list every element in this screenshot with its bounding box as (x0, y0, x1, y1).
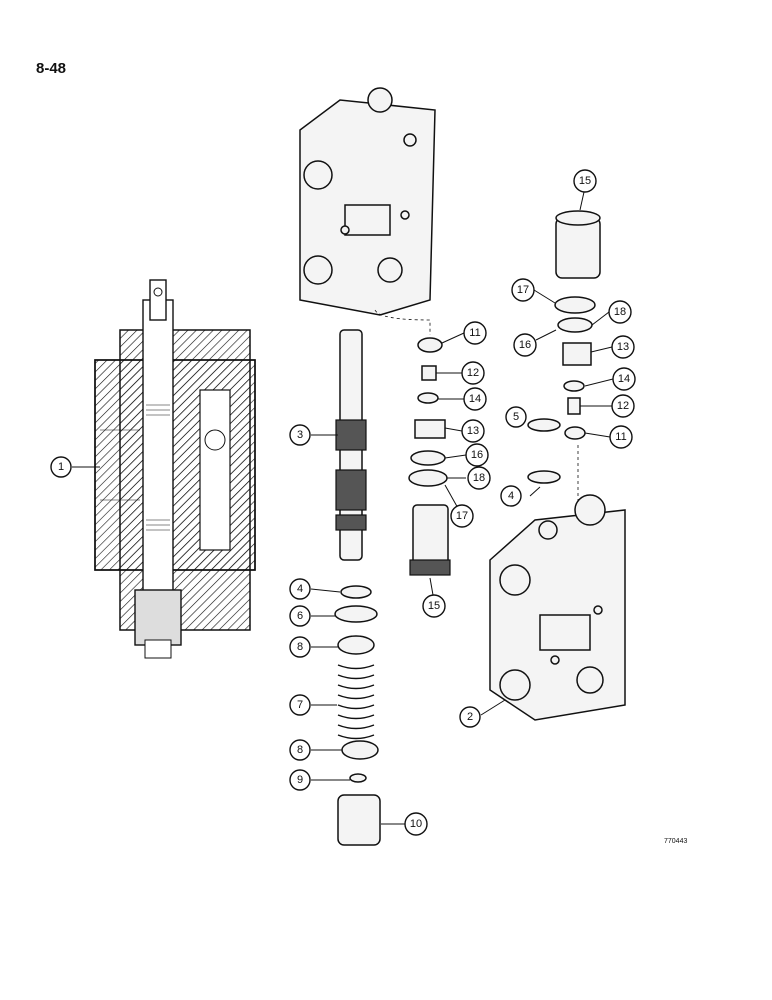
callout-label: 1 (58, 461, 64, 473)
callout-15-b: 15 (573, 169, 597, 193)
callout-label: 3 (297, 429, 303, 441)
spool-stack (334, 585, 381, 846)
callout-label: 17 (517, 284, 529, 296)
callout-label: 2 (467, 711, 473, 723)
callout-label: 12 (617, 400, 629, 412)
callout-4-b: 4 (500, 485, 522, 507)
callout-14-b: 14 (612, 367, 636, 391)
callout-6: 6 (289, 605, 311, 627)
callout-3: 3 (289, 424, 311, 446)
callout-label: 18 (473, 472, 485, 484)
leader-lines (72, 191, 614, 825)
callout-12-a: 12 (461, 361, 485, 385)
figure-id: 770443 (664, 838, 688, 845)
lower-valve-body (489, 494, 626, 721)
callout-11-a: 11 (463, 321, 487, 345)
callout-label: 4 (297, 583, 303, 595)
callout-13-a: 13 (461, 419, 485, 443)
callout-label: 4 (508, 490, 514, 502)
callout-label: 8 (297, 641, 303, 653)
callout-8-b: 8 (289, 739, 311, 761)
callout-5: 5 (505, 406, 527, 428)
callout-label: 13 (617, 341, 629, 353)
callout-label: 11 (615, 431, 626, 443)
callout-7: 7 (289, 694, 311, 716)
callout-label: 6 (297, 610, 303, 622)
relief-valve-center (408, 337, 451, 576)
callout-18-b: 18 (467, 466, 491, 490)
sectional-view (94, 279, 256, 659)
callout-label: 13 (467, 425, 479, 437)
callout-label: 11 (469, 327, 480, 339)
callout-16-b: 16 (513, 333, 537, 357)
page-number: 8-48 (36, 60, 67, 77)
callout-10: 10 (404, 812, 428, 836)
callout-18-a: 18 (608, 300, 632, 324)
callout-label: 18 (614, 306, 626, 318)
callout-label: 12 (467, 367, 479, 379)
upper-valve-body (299, 87, 436, 335)
callout-16-a: 16 (465, 443, 489, 467)
callout-12-b: 12 (611, 394, 635, 418)
callout-label: 8 (297, 744, 303, 756)
callout-2: 2 (459, 706, 481, 728)
callout-4-a: 4 (289, 578, 311, 600)
callout-11-b: 11 (609, 425, 633, 449)
callout-label: 15 (579, 175, 591, 187)
callout-label: 17 (456, 510, 468, 522)
relief-valve-right (527, 210, 601, 505)
callout-13-b: 13 (611, 335, 635, 359)
callout-14-a: 14 (463, 387, 487, 411)
callout-label: 14 (618, 373, 630, 385)
callout-1: 1 (50, 456, 72, 478)
callout-label: 9 (297, 774, 303, 786)
callout-8-a: 8 (289, 636, 311, 658)
callout-9: 9 (289, 769, 311, 791)
callout-label: 16 (471, 449, 483, 461)
callout-17-b: 17 (450, 504, 474, 528)
callout-label: 16 (519, 339, 531, 351)
callout-label: 10 (410, 818, 422, 830)
spool (335, 329, 367, 561)
callout-17-a: 17 (511, 278, 535, 302)
callout-label: 5 (513, 411, 519, 423)
callout-label: 15 (428, 600, 440, 612)
callout-15-a: 15 (422, 594, 446, 618)
callout-label: 7 (297, 699, 303, 711)
callout-label: 14 (469, 393, 481, 405)
